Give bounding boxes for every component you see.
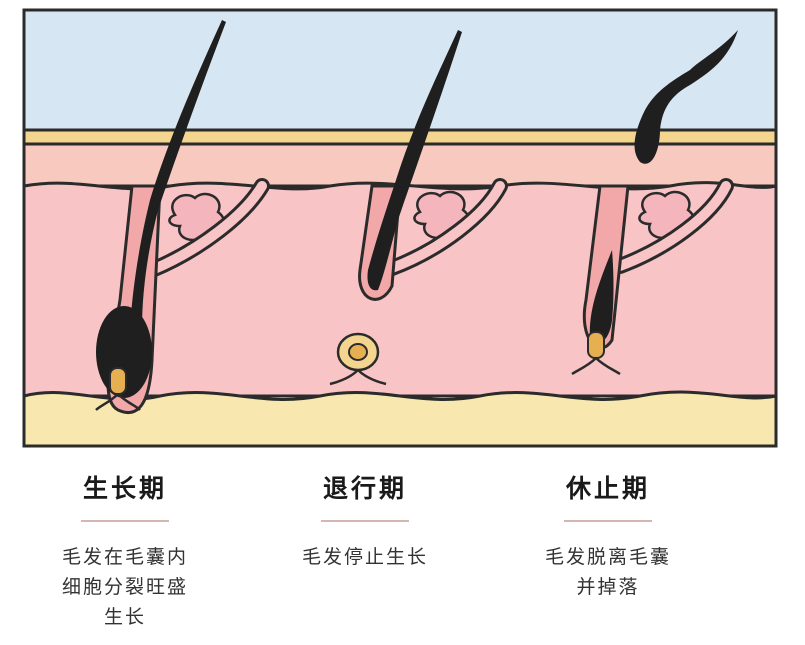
stage-description: 毛发脱离毛囊 并掉落 — [544, 546, 671, 598]
stage-anagen: 生长期 毛发在毛囊内 细胞分裂旺盛 生长 — [5, 470, 245, 632]
stage-title: 生长期 — [82, 474, 167, 503]
stage-description: 毛发停止生长 — [301, 546, 428, 568]
anagen-follicle — [95, 20, 270, 414]
hair-shaft — [130, 20, 226, 330]
hair-growth-diagram — [22, 8, 778, 448]
stage-description: 毛发在毛囊内 细胞分裂旺盛 生长 — [61, 546, 188, 628]
telogen-follicle — [571, 30, 738, 376]
new-hair — [589, 250, 614, 344]
hair-shaft — [367, 30, 462, 291]
stage-divider — [321, 520, 409, 522]
dermal-papilla — [109, 367, 127, 395]
fat-layer — [22, 390, 778, 448]
shedding-hair — [634, 30, 738, 164]
catagen-follicle — [329, 30, 508, 386]
stage-telogen: 休止期 毛发脱离毛囊 并掉落 — [488, 470, 728, 602]
dermal-papilla — [587, 331, 605, 359]
stage-catagen: 退行期 毛发停止生长 — [245, 470, 485, 572]
stage-title: 退行期 — [322, 474, 407, 503]
stage-divider — [81, 520, 169, 522]
skin-surface-band — [22, 128, 778, 146]
stage-divider — [564, 520, 652, 522]
stage-title: 休止期 — [565, 474, 650, 503]
